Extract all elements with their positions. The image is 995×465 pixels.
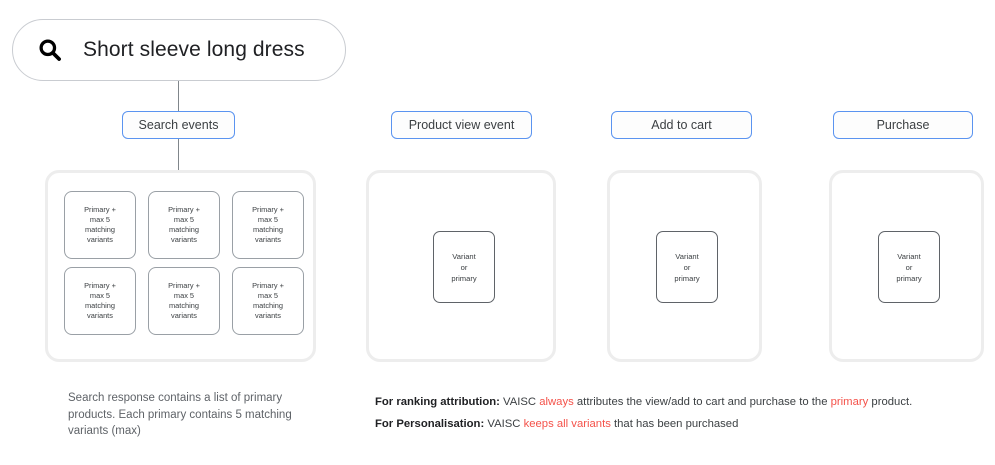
- caption-lead: For Personalisation:: [375, 418, 485, 430]
- caption-highlight: keeps all variants: [523, 418, 611, 430]
- card-line: variants: [255, 235, 281, 244]
- stage-panel-purchase: Variant or primary: [829, 170, 984, 362]
- card-line: matching: [169, 225, 199, 234]
- primary-card: Primary + max 5 matching variants: [64, 191, 136, 259]
- card-line: Variant: [452, 251, 476, 261]
- card-line: variants: [87, 235, 113, 244]
- primary-card: Primary + max 5 matching variants: [64, 267, 136, 335]
- primary-card: Primary + max 5 matching variants: [148, 267, 220, 335]
- card-line: primary: [896, 273, 922, 283]
- card-line: Primary +: [84, 205, 116, 214]
- variant-card: Variant or primary: [656, 231, 718, 303]
- card-line: max 5: [89, 215, 111, 224]
- card-line: matching: [169, 301, 199, 310]
- card-line: variants: [255, 311, 281, 320]
- connector-line-bottom: [178, 139, 180, 170]
- card-line: Variant: [675, 251, 699, 261]
- stage-chip-purchase[interactable]: Purchase: [833, 111, 973, 139]
- connector-line-top: [178, 81, 180, 111]
- caption-text: product.: [868, 396, 913, 408]
- card-line: primary: [674, 273, 700, 283]
- card-line: max 5: [173, 215, 195, 224]
- card-line: max 5: [89, 291, 111, 300]
- primary-card: Primary + max 5 matching variants: [148, 191, 220, 259]
- search-icon: [39, 39, 61, 61]
- card-line: or: [683, 262, 691, 272]
- card-line: Primary +: [252, 205, 284, 214]
- caption-search-response: Search response contains a list of prima…: [68, 392, 292, 437]
- stage-chip-add-to-cart[interactable]: Add to cart: [611, 111, 752, 139]
- stage-panel-search-events: Primary + max 5 matching variants Primar…: [45, 170, 316, 362]
- variant-card: Variant or primary: [878, 231, 940, 303]
- variant-card: Variant or primary: [433, 231, 495, 303]
- caption-line-personalisation: For Personalisation: VAISC keeps all var…: [375, 413, 987, 435]
- caption-attribution-notes: For ranking attribution: VAISC always at…: [375, 391, 987, 435]
- card-line: or: [905, 262, 913, 272]
- card-line: Primary +: [168, 281, 200, 290]
- search-bar[interactable]: Short sleeve long dress: [12, 19, 346, 81]
- caption-lead: For ranking attribution:: [375, 396, 500, 408]
- card-line: Variant: [897, 251, 921, 261]
- primary-card-grid: Primary + max 5 matching variants Primar…: [64, 191, 304, 335]
- stage-chip-search-events[interactable]: Search events: [122, 111, 235, 139]
- card-line: max 5: [257, 291, 279, 300]
- caption-text: attributes the view/add to cart and purc…: [573, 396, 831, 408]
- caption-highlight: primary: [830, 396, 869, 408]
- stage-panel-product-view-event: Variant or primary: [366, 170, 556, 362]
- stage-chip-product-view-event[interactable]: Product view event: [391, 111, 532, 139]
- caption-text: that has been purchased: [610, 418, 739, 430]
- card-line: matching: [85, 301, 115, 310]
- card-line: matching: [253, 225, 283, 234]
- card-line: matching: [253, 301, 283, 310]
- caption-line-ranking-attribution: For ranking attribution: VAISC always at…: [375, 391, 987, 413]
- card-line: max 5: [173, 291, 195, 300]
- card-line: Primary +: [252, 281, 284, 290]
- card-line: Primary +: [168, 205, 200, 214]
- primary-card: Primary + max 5 matching variants: [232, 267, 304, 335]
- card-line: variants: [171, 235, 197, 244]
- card-line: variants: [87, 311, 113, 320]
- card-line: matching: [85, 225, 115, 234]
- card-line: Primary +: [84, 281, 116, 290]
- caption-text: VAISC: [484, 418, 524, 430]
- primary-card: Primary + max 5 matching variants: [232, 191, 304, 259]
- search-query-text: Short sleeve long dress: [83, 38, 305, 61]
- card-line: or: [460, 262, 468, 272]
- card-line: primary: [451, 273, 477, 283]
- caption-text: VAISC: [499, 396, 540, 408]
- stage-panel-add-to-cart: Variant or primary: [607, 170, 762, 362]
- card-line: max 5: [257, 215, 279, 224]
- caption-highlight: always: [539, 396, 574, 408]
- card-line: variants: [171, 311, 197, 320]
